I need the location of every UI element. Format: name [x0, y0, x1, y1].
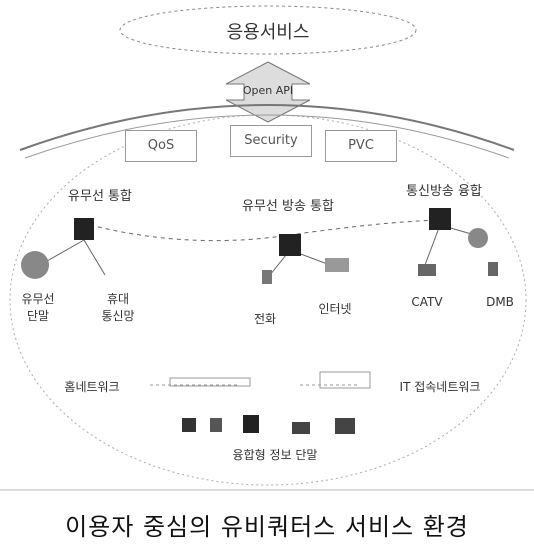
hub-icon-2 — [279, 234, 301, 256]
hub-icon-3 — [429, 208, 451, 230]
device-5 — [335, 418, 355, 434]
device-1 — [182, 418, 196, 432]
dmb-icon — [488, 262, 498, 276]
home-network-label: 홈네트워크 — [64, 380, 120, 394]
device-label-dmb: DMB — [486, 295, 514, 309]
dmb-cluster-icon — [468, 228, 488, 248]
device-3 — [243, 415, 259, 433]
catv-icon — [418, 264, 436, 276]
it-network-label: IT 접속네트워크 — [399, 380, 481, 394]
security-box: Security — [230, 125, 312, 157]
api-arrow — [225, 61, 311, 123]
hub-icon-1 — [74, 218, 94, 240]
pvc-box: PVC — [325, 130, 397, 162]
it-equipment — [319, 371, 371, 389]
api-label: Open API — [242, 84, 294, 97]
home-equipment — [169, 377, 251, 387]
device-label-phone: 전화 — [253, 312, 277, 326]
device-label-cellular: 휴대 통신망 — [101, 292, 135, 323]
group-label-2: 유무선 방송 통합 — [242, 199, 334, 214]
phone-icon — [262, 270, 272, 284]
qos-box: QoS — [125, 130, 197, 162]
diagram-caption: 이용자 중심의 유비쿼터스 서비스 환경 — [65, 513, 469, 541]
terminal-label: 융합형 정보 단말 — [232, 448, 318, 462]
group-label-1: 유무선 통합 — [68, 189, 132, 204]
service-ellipse — [119, 5, 417, 55]
group-label-3: 통신방송 융합 — [406, 184, 482, 199]
mobile-cluster-icon — [21, 251, 49, 279]
internet-icon — [325, 258, 349, 272]
device-label-catv: CATV — [411, 295, 443, 309]
device-label-internet: 인터넷 — [318, 302, 352, 316]
device-2 — [210, 418, 222, 432]
service-label: 응용서비스 — [226, 22, 310, 43]
network-ellipse — [9, 114, 527, 486]
device-4 — [292, 422, 310, 434]
device-label-mobile: 유무선 단말 — [21, 292, 55, 323]
